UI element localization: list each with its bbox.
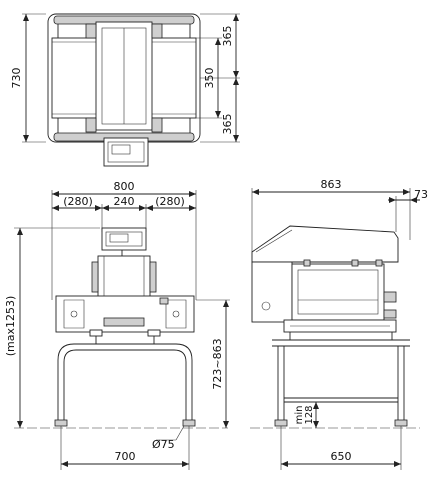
side-view: 863 73	[250, 178, 428, 470]
dim-700: 700	[115, 450, 136, 463]
side-hood	[251, 225, 399, 263]
dim-800: 800	[114, 180, 135, 193]
dim-730: 730	[10, 68, 23, 89]
dim-max1253: (max1253)	[4, 296, 17, 357]
dim-723-863: 723~863	[211, 338, 224, 389]
dim-280-left: (280)	[63, 195, 93, 208]
side-tunnel	[291, 263, 385, 321]
top-view: 730 365 365 350	[10, 13, 240, 167]
dim-650: 650	[331, 450, 352, 463]
front-view: 800 (280) 240 (280)	[4, 180, 230, 470]
front-conveyor-body	[55, 295, 195, 333]
control-panel	[103, 137, 149, 167]
dim-863: 863	[321, 178, 342, 191]
front-foot-right	[182, 419, 196, 427]
dim-min-label: min	[294, 406, 305, 425]
front-stand	[57, 343, 193, 420]
side-motor-housing	[251, 261, 293, 323]
dim-240: 240	[114, 195, 135, 208]
dim-365-upper: 365	[221, 26, 234, 47]
dim-350: 350	[203, 68, 216, 89]
dim-foot-diameter: Ø75	[152, 438, 175, 451]
front-control-panel	[101, 227, 147, 251]
dim-365-lower: 365	[221, 114, 234, 135]
front-foot-left	[54, 419, 68, 427]
dim-128: 128	[304, 405, 315, 424]
dim-73: 73	[414, 188, 428, 201]
dim-280-right: (280)	[155, 195, 185, 208]
